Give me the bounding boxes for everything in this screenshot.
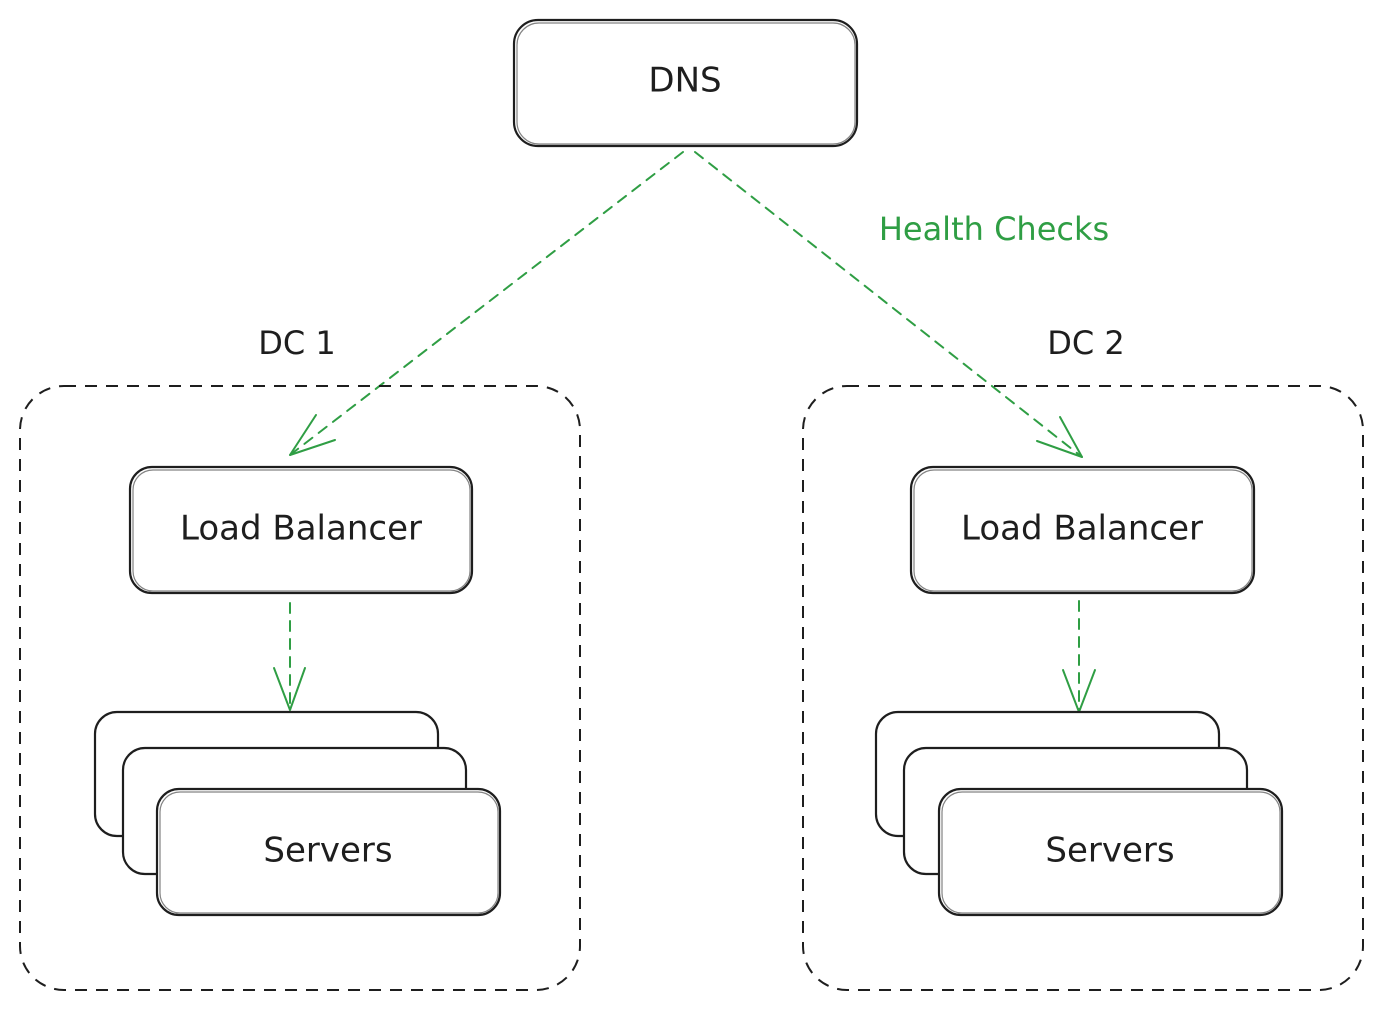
dc2-load-balancer: Load Balancer — [909, 465, 1256, 595]
dc1-servers-label: Servers — [263, 831, 392, 871]
dns-node: DNS — [512, 18, 859, 148]
dc2-lb-to-servers-arrow — [1062, 600, 1096, 713]
dc1-servers-stack: Servers — [93, 710, 502, 917]
datacenter-1: DC 1 Load Balancer Servers — [19, 324, 581, 991]
dc1-frame — [19, 385, 581, 991]
dc2-servers-label: Servers — [1045, 831, 1174, 871]
dc1-load-balancer-label: Load Balancer — [180, 509, 422, 549]
dc2-servers-stack: Servers — [874, 710, 1284, 917]
dc2-title: DC 2 — [1047, 324, 1125, 362]
dns-label: DNS — [648, 61, 721, 101]
datacenter-2: DC 2 Load Balancer Servers — [802, 324, 1364, 991]
health-check-arrow-dc2 — [694, 151, 1083, 458]
dc1-load-balancer: Load Balancer — [128, 465, 474, 595]
dc2-frame — [802, 385, 1364, 991]
dc1-lb-to-servers-arrow — [273, 602, 306, 711]
health-check-arrow-dc1 — [289, 151, 684, 456]
health-checks-label: Health Checks — [879, 210, 1109, 248]
dc2-load-balancer-label: Load Balancer — [961, 509, 1203, 549]
dc1-title: DC 1 — [258, 324, 336, 362]
